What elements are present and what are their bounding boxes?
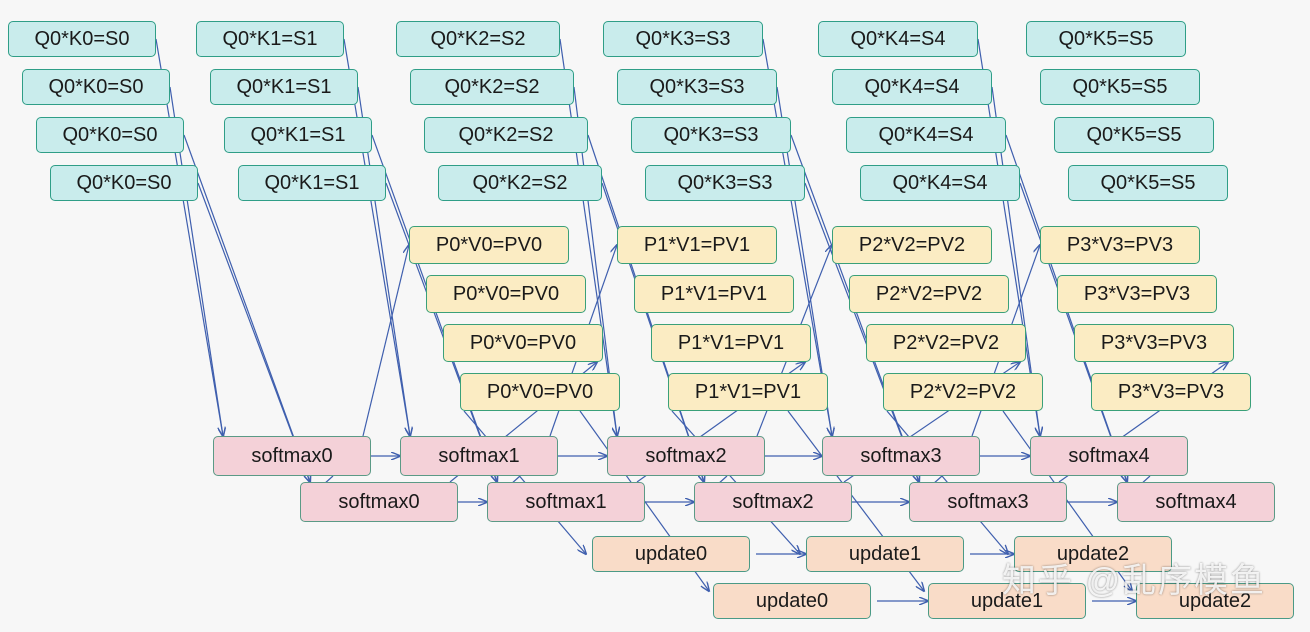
qk-box: Q0*K4=S4 — [818, 21, 978, 57]
softmax-box: softmax1 — [400, 436, 558, 476]
qk-box: Q0*K0=S0 — [22, 69, 170, 105]
qk-box: Q0*K5=S5 — [1068, 165, 1228, 201]
qk-box: Q0*K1=S1 — [224, 117, 372, 153]
softmax-box: softmax0 — [213, 436, 371, 476]
qk-box: Q0*K1=S1 — [196, 21, 344, 57]
pv-box: P2*V2=PV2 — [866, 324, 1026, 362]
update-box: update0 — [592, 536, 750, 572]
watermark: 知乎 @乱序模鱼 — [1002, 562, 1266, 600]
update-box: update2 — [1014, 536, 1172, 572]
qk-box: Q0*K4=S4 — [832, 69, 992, 105]
softmax-box: softmax3 — [822, 436, 980, 476]
qk-box: Q0*K3=S3 — [603, 21, 763, 57]
qk-box: Q0*K4=S4 — [860, 165, 1020, 201]
pv-box: P0*V0=PV0 — [443, 324, 603, 362]
edge — [385, 182, 497, 482]
softmax-box: softmax1 — [487, 482, 645, 522]
pv-box: P0*V0=PV0 — [409, 226, 569, 264]
softmax-box: softmax3 — [909, 482, 1067, 522]
edge — [155, 38, 223, 436]
qk-box: Q0*K5=S5 — [1026, 21, 1186, 57]
pv-box: P3*V3=PV3 — [1074, 324, 1234, 362]
softmax-box: softmax4 — [1117, 482, 1275, 522]
update-box: update0 — [713, 583, 871, 619]
qk-box: Q0*K5=S5 — [1054, 117, 1214, 153]
pv-box: P3*V3=PV3 — [1057, 275, 1217, 313]
pv-box: P1*V1=PV1 — [617, 226, 777, 264]
edge — [343, 38, 410, 436]
edge — [762, 38, 832, 436]
qk-box: Q0*K0=S0 — [36, 117, 184, 153]
qk-box: Q0*K3=S3 — [617, 69, 777, 105]
edge — [804, 182, 919, 482]
update-box: update1 — [928, 583, 1086, 619]
qk-box: Q0*K0=S0 — [8, 21, 156, 57]
qk-box: Q0*K1=S1 — [210, 69, 358, 105]
qk-box: Q0*K4=S4 — [846, 117, 1006, 153]
pv-box: P0*V0=PV0 — [460, 373, 620, 411]
softmax-box: softmax4 — [1030, 436, 1188, 476]
qk-box: Q0*K5=S5 — [1040, 69, 1200, 105]
softmax-box: softmax2 — [694, 482, 852, 522]
qk-box: Q0*K2=S2 — [424, 117, 588, 153]
update-box: update1 — [806, 536, 964, 572]
qk-box: Q0*K3=S3 — [631, 117, 791, 153]
softmax-box: softmax2 — [607, 436, 765, 476]
pv-box: P3*V3=PV3 — [1040, 226, 1200, 264]
pv-box: P0*V0=PV0 — [426, 275, 586, 313]
edge — [559, 38, 617, 436]
update-box: update2 — [1136, 583, 1294, 619]
pv-box: P2*V2=PV2 — [849, 275, 1009, 313]
qk-box: Q0*K0=S0 — [50, 165, 198, 201]
edge — [1019, 182, 1127, 482]
pv-box: P1*V1=PV1 — [668, 373, 828, 411]
edge — [977, 38, 1040, 436]
pv-box: P2*V2=PV2 — [832, 226, 992, 264]
pv-box: P3*V3=PV3 — [1091, 373, 1251, 411]
qk-box: Q0*K2=S2 — [410, 69, 574, 105]
qk-box: Q0*K1=S1 — [238, 165, 386, 201]
softmax-box: softmax0 — [300, 482, 458, 522]
pv-box: P2*V2=PV2 — [883, 373, 1043, 411]
edge — [183, 134, 310, 482]
qk-box: Q0*K3=S3 — [645, 165, 805, 201]
qk-box: Q0*K2=S2 — [396, 21, 560, 57]
qk-box: Q0*K2=S2 — [438, 165, 602, 201]
edge — [197, 182, 310, 482]
edge — [362, 245, 409, 437]
pv-box: P1*V1=PV1 — [651, 324, 811, 362]
pv-box: P1*V1=PV1 — [634, 275, 794, 313]
